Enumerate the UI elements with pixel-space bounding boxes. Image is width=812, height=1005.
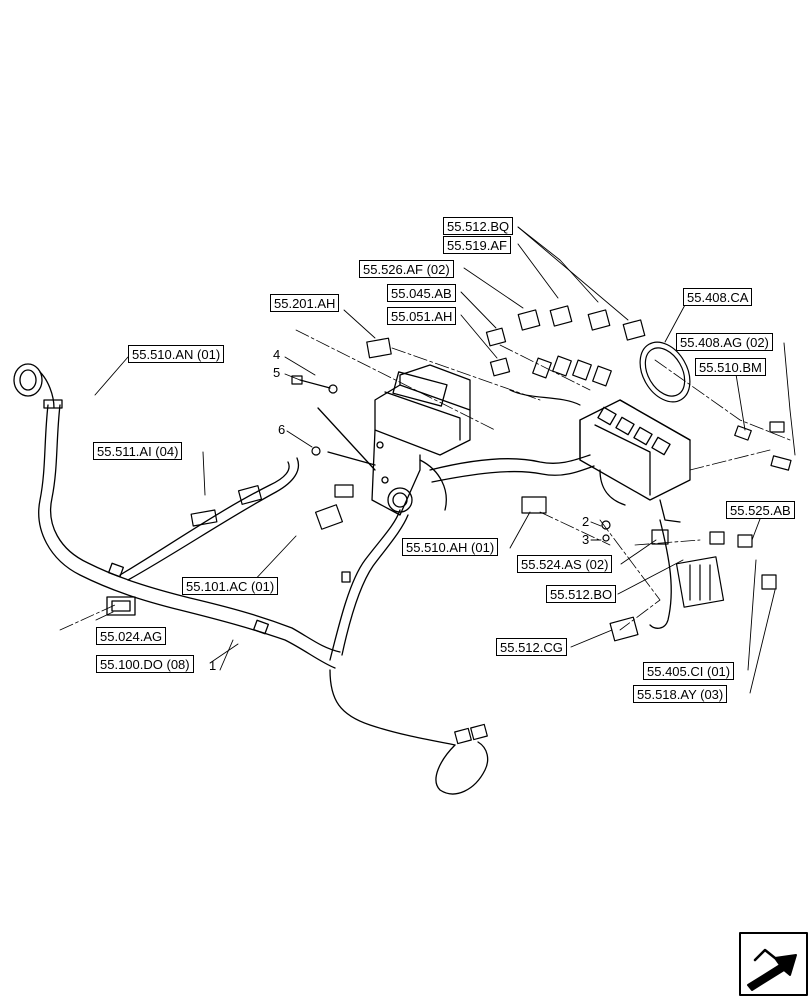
ref-label-55-045-ab[interactable]: 55.045.AB (387, 284, 456, 302)
ref-label-55-405-ci[interactable]: 55.405.CI (01) (643, 662, 735, 680)
ref-label-55-525-ab[interactable]: 55.525.AB (726, 501, 795, 519)
item-number-1: 1 (209, 658, 217, 673)
navigation-arrow-icon (739, 932, 808, 996)
ref-label-55-511-ai[interactable]: 55.511.AI (04) (93, 442, 183, 460)
controller-bracket (371, 364, 471, 516)
main-harness (13, 363, 672, 795)
item-number-2: 2 (582, 514, 590, 529)
item-number-5: 5 (273, 365, 281, 380)
ref-label-55-510-bm[interactable]: 55.510.BM (695, 358, 766, 376)
ref-label-55-408-ca[interactable]: 55.408.CA (683, 288, 753, 306)
bracket-arrow-line (317, 407, 376, 471)
ref-label-55-510-ah[interactable]: 55.510.AH (01) (402, 538, 499, 556)
ref-label-55-201-ah[interactable]: 55.201.AH (270, 294, 340, 312)
ref-label-55-512-bo[interactable]: 55.512.BO (546, 585, 617, 603)
ref-label-55-512-cg[interactable]: 55.512.CG (496, 638, 567, 656)
ref-label-55-512-bq[interactable]: 55.512.BQ (443, 217, 514, 235)
ref-label-55-518-ay[interactable]: 55.518.AY (03) (633, 685, 728, 703)
ref-label-55-024-ag[interactable]: 55.024.AG (96, 627, 167, 645)
ref-label-55-524-as[interactable]: 55.524.AS (02) (517, 555, 613, 573)
ref-label-55-051-ah[interactable]: 55.051.AH (387, 307, 457, 325)
ref-label-55-519-af[interactable]: 55.519.AF (443, 236, 511, 254)
ref-label-55-526-af[interactable]: 55.526.AF (02) (359, 260, 454, 278)
ref-label-55-101-ac[interactable]: 55.101.AC (01) (182, 577, 279, 595)
ref-label-55-510-an[interactable]: 55.510.AN (01) (128, 345, 225, 363)
item1-leader (219, 639, 234, 671)
ref-label-55-100-do[interactable]: 55.100.DO (08) (96, 655, 194, 673)
fuse-box (579, 399, 691, 523)
small-parts (190, 305, 792, 745)
phantom-lines (59, 329, 791, 631)
item-number-3: 3 (582, 532, 590, 547)
item-number-4: 4 (273, 347, 281, 362)
leader-lines (94, 226, 796, 694)
ref-label-55-408-ag[interactable]: 55.408.AG (02) (676, 333, 773, 351)
bracket-arrow-line-2 (327, 451, 376, 466)
item-number-6: 6 (278, 422, 286, 437)
